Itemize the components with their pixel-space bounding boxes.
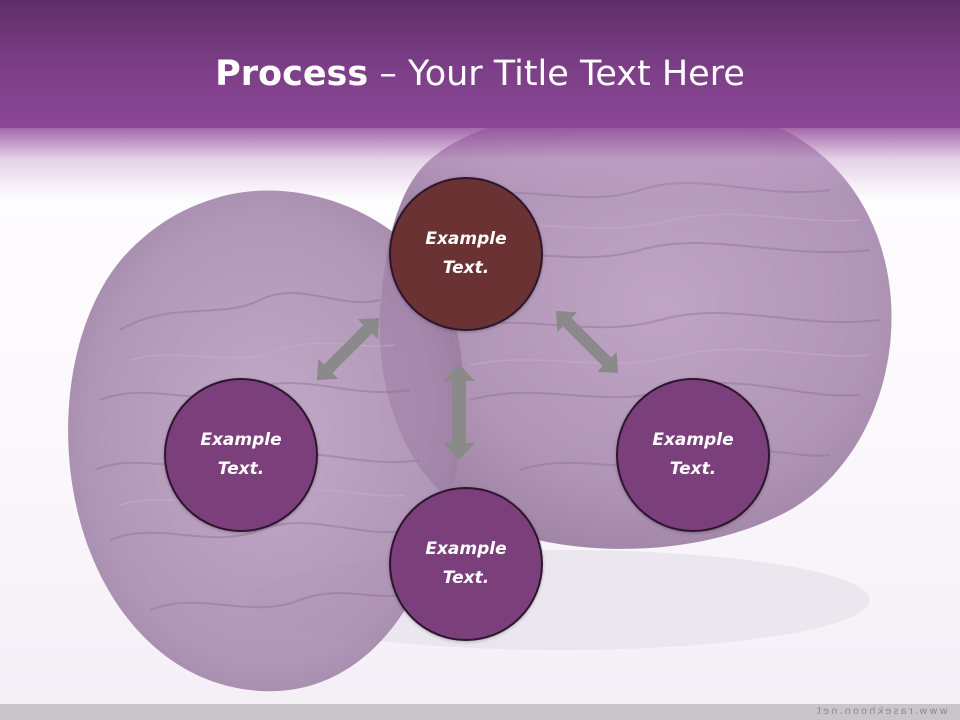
- double-arrow-vertical-icon: [443, 364, 475, 460]
- title-strong: Process: [215, 54, 369, 94]
- process-node-right: Example Text.: [616, 378, 770, 532]
- node-top-text: Example Text.: [425, 229, 507, 278]
- node-right-text: Example Text.: [652, 430, 734, 479]
- title-rest: – Your Title Text Here: [368, 54, 745, 94]
- node-bottom-text: Example Text.: [425, 539, 507, 588]
- header-band: [0, 0, 960, 128]
- slide-title: Process – Your Title Text Here: [0, 52, 960, 96]
- process-node-bottom: Example Text.: [389, 487, 543, 641]
- process-node-top: Example Text.: [389, 177, 543, 331]
- watermark: www.rasekhoon.net: [815, 706, 948, 717]
- footer-bar: www.rasekhoon.net: [0, 704, 960, 720]
- double-arrow-left-icon: [316, 317, 380, 381]
- process-node-left: Example Text.: [164, 378, 318, 532]
- node-left-text: Example Text.: [200, 430, 282, 479]
- double-arrow-right-icon: [555, 310, 619, 374]
